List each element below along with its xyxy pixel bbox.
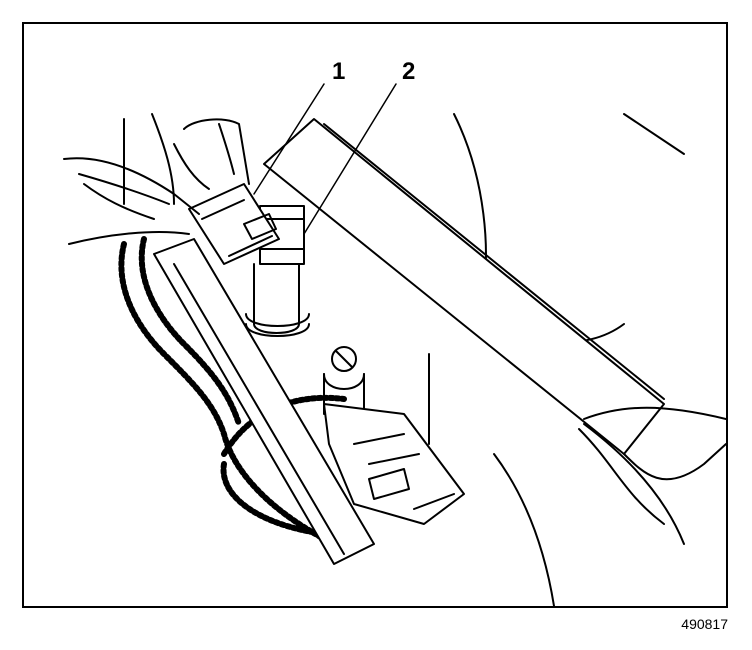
lower-connector <box>323 346 465 525</box>
callout-leaders <box>253 83 397 235</box>
figure-id: 490817 <box>681 616 728 632</box>
callout-2-leader <box>303 83 397 235</box>
fuel-rail <box>263 118 726 525</box>
hand <box>63 118 250 245</box>
callout-1-label: 1 <box>332 58 346 85</box>
callout-2-label: 2 <box>402 58 416 85</box>
harness-carrier <box>153 238 375 565</box>
illustration-frame: 1 2 <box>22 22 728 608</box>
callout-1-leader <box>253 83 325 195</box>
injector-connector <box>188 183 280 265</box>
fuel-injector-illustration <box>63 83 726 606</box>
